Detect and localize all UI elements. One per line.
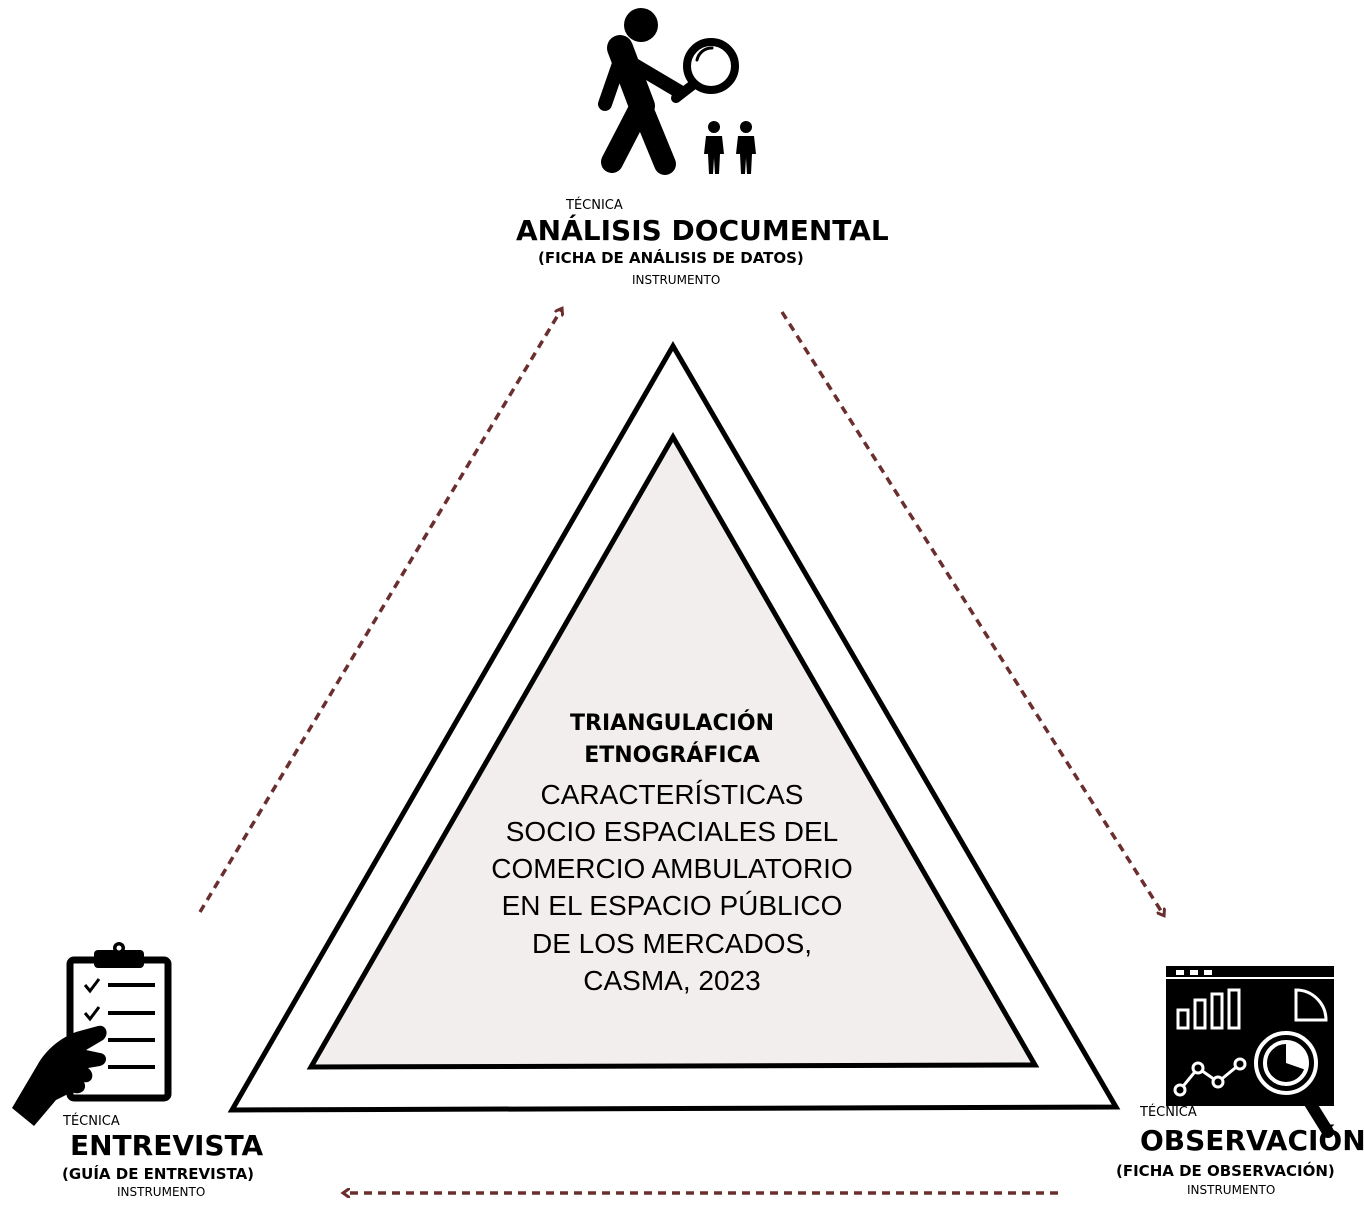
- right-technique-name: OBSERVACIÓN: [1140, 1124, 1364, 1157]
- right-instrument-label: INSTRUMENTO: [1187, 1183, 1276, 1197]
- top-technique-label: TÉCNICA: [566, 198, 623, 213]
- right-instrument: (FICHA DE OBSERVACIÓN): [1116, 1162, 1335, 1180]
- center-body-line: CASMA, 2023: [583, 964, 761, 996]
- center-title-line1: TRIANGULACIÓN: [570, 711, 774, 736]
- inner-triangle: [306, 431, 1040, 1070]
- center-body-line: DE LOS MERCADOS,: [531, 927, 813, 959]
- top-instrument: (FICHA DE ANÁLISIS DE DATOS): [538, 249, 804, 267]
- left-technique-label: TÉCNICA: [63, 1114, 120, 1129]
- left-technique-name: ENTREVISTA: [70, 1129, 264, 1162]
- center-body-line: SOCIO ESPACIALES DEL: [505, 816, 839, 848]
- left-instrument-label: INSTRUMENTO: [117, 1185, 206, 1199]
- center-body-line: CARACTERÍSTICAS: [540, 778, 804, 810]
- center-text-block: TRIANGULACIÓN ETNOGRÁFICA CARACTERÍSTICA…: [472, 708, 872, 999]
- top-technique-name: ANÁLISIS DOCUMENTAL: [516, 214, 889, 247]
- arrow-top-to-right: [780, 311, 1163, 914]
- center-title-line2: ETNOGRÁFICA: [584, 742, 760, 768]
- clipboard-checklist-icon: [12, 942, 172, 1126]
- center-body-line: COMERCIO AMBULATORIO: [491, 853, 853, 885]
- left-instrument: (GUÍA DE ENTREVISTA): [62, 1165, 255, 1183]
- right-technique-label: TÉCNICA: [1140, 1105, 1197, 1120]
- analytics-window-icon: [1166, 966, 1334, 1138]
- researcher-magnifier-icon: [598, 8, 756, 175]
- top-instrument-label: INSTRUMENTO: [632, 273, 721, 287]
- arrow-left-to-top: [198, 310, 561, 913]
- center-body-line: EN EL ESPACIO PÚBLICO: [501, 890, 843, 922]
